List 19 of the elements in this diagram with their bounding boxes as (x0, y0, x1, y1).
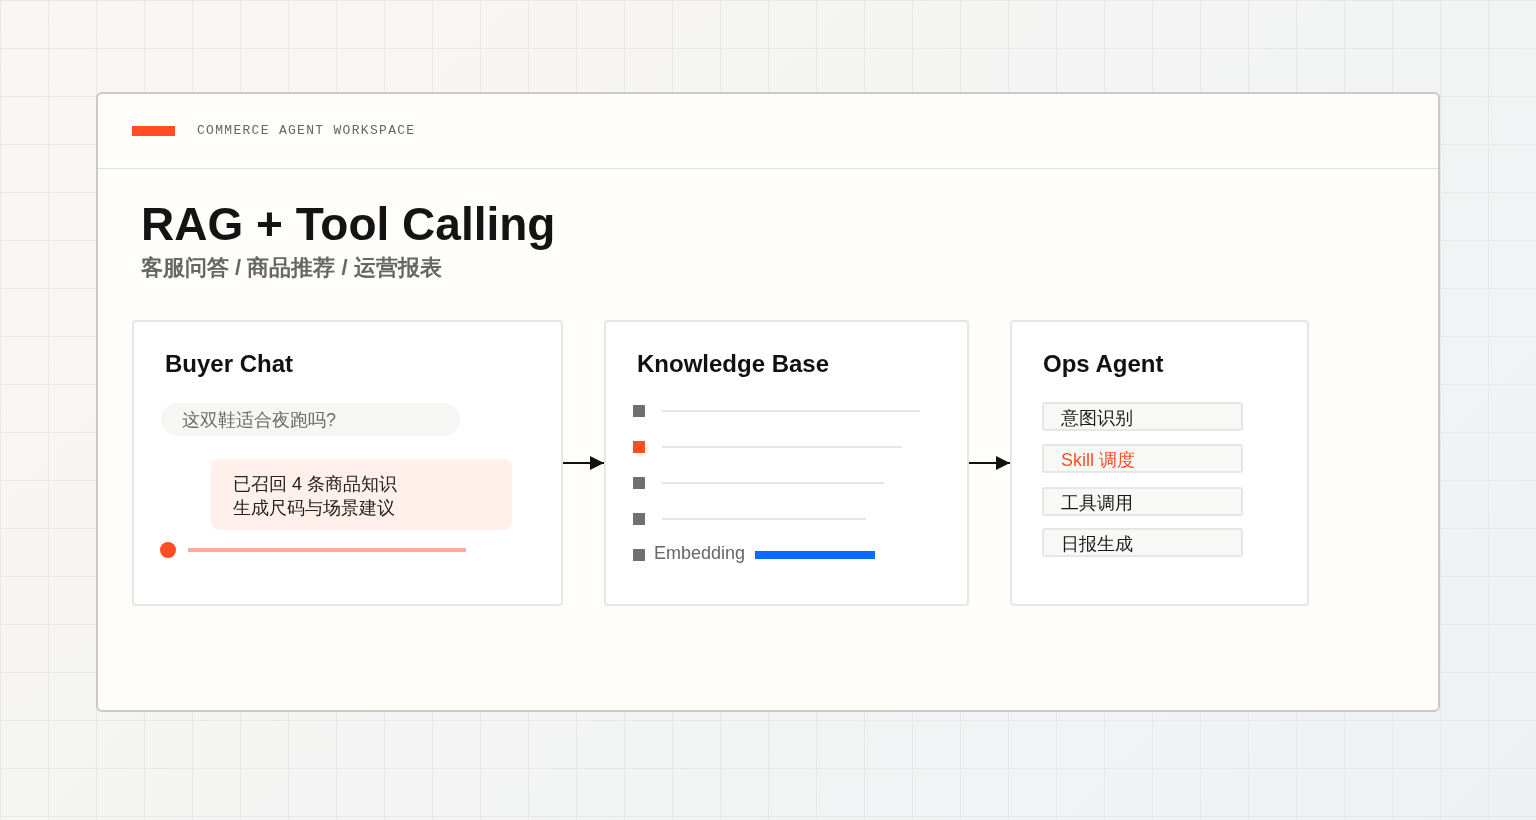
step-item: 意图识别 (1042, 402, 1243, 431)
card-title: Knowledge Base (637, 349, 830, 379)
question-bubble: 这双鞋适合夜跑吗? (161, 403, 460, 436)
header-label: COMMERCE AGENT WORKSPACE (197, 123, 416, 139)
step-item: 日报生成 (1042, 528, 1243, 557)
agent-card (1010, 320, 1309, 606)
step-item: 工具调用 (1042, 487, 1243, 516)
card-title: Ops Agent (1043, 349, 1164, 379)
card-title: Buyer Chat (165, 349, 294, 379)
embedding-label: Embedding (654, 542, 746, 564)
answer-text: 已召回 4 条商品知识 (233, 473, 398, 496)
step-item: Skill 调度 (1042, 444, 1243, 473)
chat-card (132, 320, 563, 606)
answer-text: 生成尺码与场景建议 (233, 497, 396, 520)
arrow (968, 456, 1011, 470)
arrow (562, 456, 605, 470)
subtitle: 客服问答 / 商品推荐 / 运营报表 (141, 254, 442, 282)
page-title: RAG + Tool Calling (141, 200, 556, 248)
knowledge-base-card (604, 320, 969, 606)
